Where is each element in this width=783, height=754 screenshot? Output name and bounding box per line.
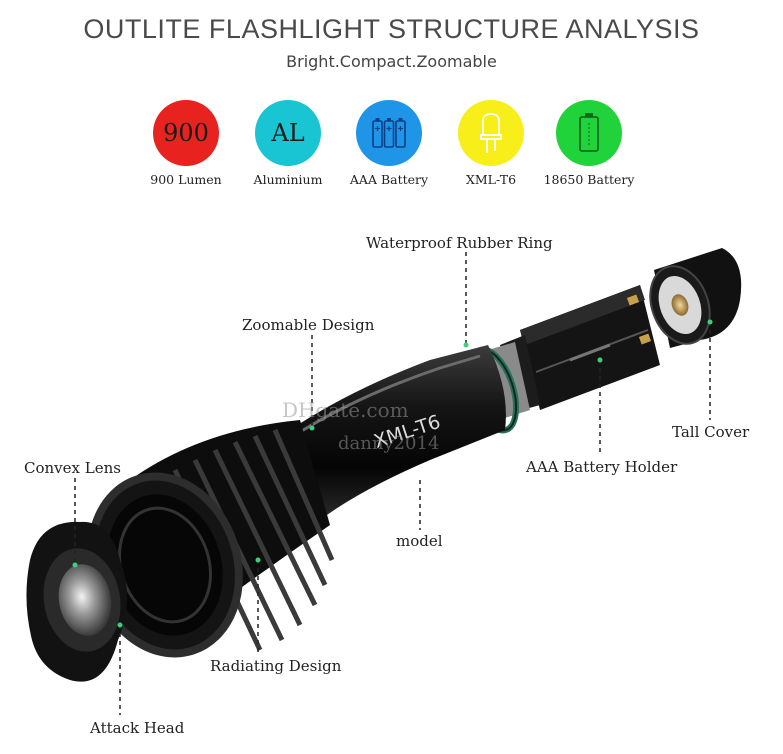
feature-900-lumen: 900 900 Lumen <box>131 100 241 187</box>
feature-xml-t6: XML-T6 <box>436 100 546 187</box>
aluminium-badge: AL <box>255 100 321 166</box>
callout-battery-holder: AAA Battery Holder <box>526 458 678 476</box>
callout-radiating-design: Radiating Design <box>210 657 342 675</box>
feature-label: 900 Lumen <box>150 172 222 187</box>
lumen-badge: 900 <box>153 100 219 166</box>
page-title: OUTLITE FLASHLIGHT STRUCTURE ANALYSIS <box>83 14 700 44</box>
tail-cover <box>649 248 742 348</box>
callout-attack-head: Attack Head <box>90 719 185 737</box>
feature-18650-battery: 18650 Battery <box>534 100 644 187</box>
flashlight-body: XML-T6 <box>290 345 506 520</box>
callout-leaders <box>74 252 711 715</box>
callout-zoomable-design: Zoomable Design <box>242 316 375 334</box>
feature-label: 18650 Battery <box>543 172 635 187</box>
page-subtitle: Bright.Compact.Zoomable <box>286 52 497 71</box>
callout-dots <box>72 319 713 628</box>
feature-aaa-battery: AAA Battery <box>334 100 444 187</box>
watermark-site: DHgate.com <box>282 398 409 422</box>
zoom-head <box>87 420 335 658</box>
callout-convex-lens: Convex Lens <box>24 459 121 477</box>
watermark-seller: danny2014 <box>338 433 440 454</box>
aaa-battery-icon <box>356 100 422 166</box>
attack-head <box>26 521 128 682</box>
feature-label: Aluminium <box>253 172 323 187</box>
led-icon <box>458 100 524 166</box>
battery-18650-icon <box>556 100 622 166</box>
callout-model: model <box>396 532 443 550</box>
callout-waterproof-ring: Waterproof Rubber Ring <box>366 234 553 252</box>
aluminium-badge-text: AL <box>271 119 305 147</box>
feature-aluminium: AL Aluminium <box>233 100 343 187</box>
feature-label: AAA Battery <box>349 172 429 187</box>
lumen-badge-text: 900 <box>163 119 209 147</box>
callout-tall-cover: Tall Cover <box>672 423 750 441</box>
feature-label: XML-T6 <box>465 172 517 187</box>
